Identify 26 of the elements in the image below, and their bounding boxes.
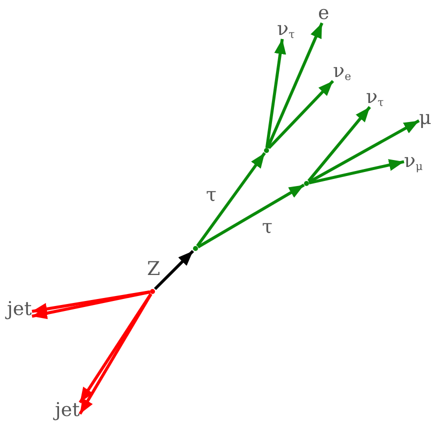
particle-label: jet <box>7 300 32 319</box>
arrow <box>265 38 286 148</box>
arrow <box>266 22 324 149</box>
particle-label: μ <box>419 109 432 128</box>
arrow <box>197 184 305 248</box>
particle-label: ν$_{e}$ <box>333 62 352 81</box>
edge-label: Z <box>147 260 160 279</box>
arrow <box>308 119 420 184</box>
arrow <box>196 152 266 247</box>
particle-label: jet <box>55 401 80 420</box>
particle-label: ν$_{τ}$ <box>366 88 384 107</box>
particle-label: ν$_{μ}$ <box>404 152 423 171</box>
arrow <box>307 106 371 182</box>
vertex-dot <box>304 180 308 186</box>
particle-label: e <box>318 4 330 23</box>
particle-label: ν$_{τ}$ <box>277 20 295 39</box>
arrow <box>32 290 150 315</box>
arrow <box>308 159 404 184</box>
vertex-dot <box>192 246 198 250</box>
edge-label: τ <box>206 186 217 205</box>
vertex-dot <box>264 148 268 152</box>
arrow <box>32 290 150 320</box>
vertex-dot <box>150 288 154 294</box>
arrow <box>268 80 334 150</box>
arrow <box>154 250 194 290</box>
edge-label: τ <box>262 218 273 237</box>
